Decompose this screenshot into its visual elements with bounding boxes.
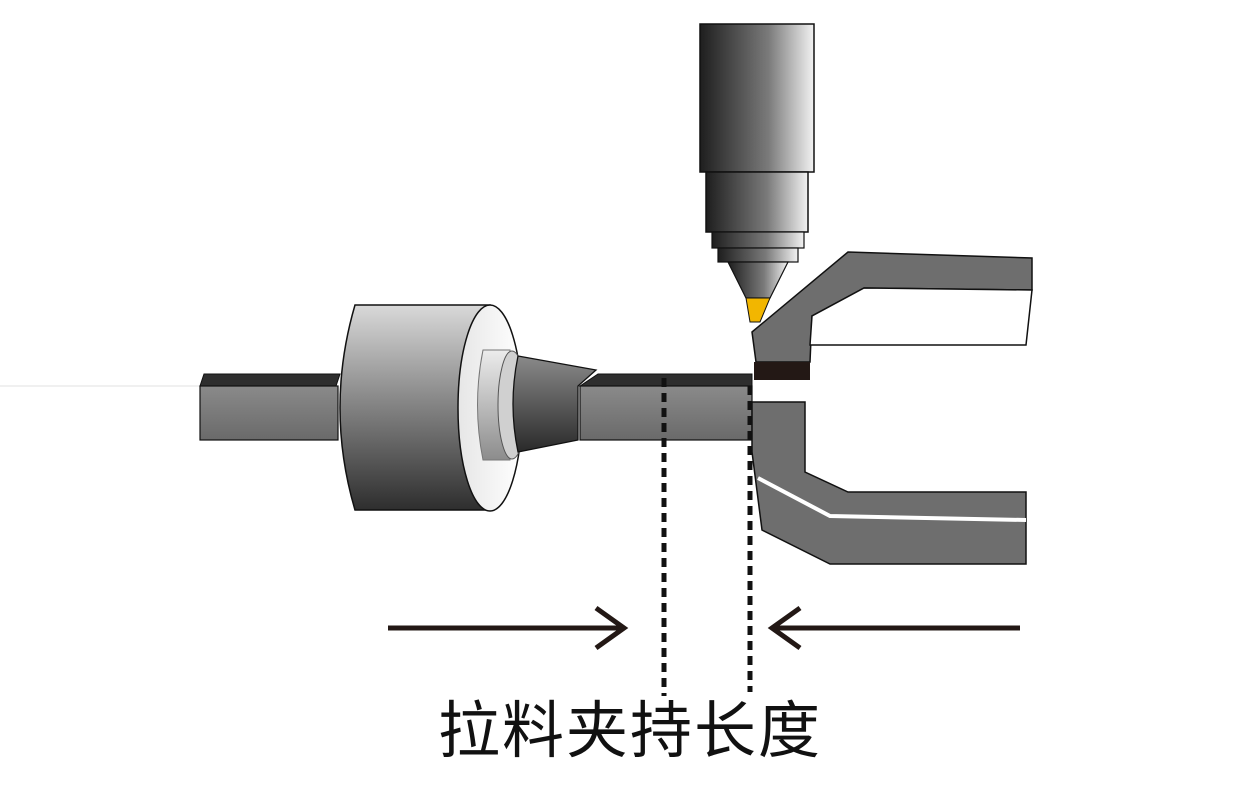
arrow-right-icon — [388, 605, 629, 651]
collet-cone — [512, 355, 598, 453]
arrow-left-icon — [767, 605, 1020, 651]
gripper-lower-jaw — [751, 401, 1027, 565]
spindle-drum — [339, 304, 527, 512]
gripper-upper-jaw — [751, 251, 1033, 380]
cutting-tool — [699, 23, 815, 323]
caption-text: 拉料夹持长度 — [437, 694, 822, 767]
bar-stock-left — [199, 373, 341, 441]
